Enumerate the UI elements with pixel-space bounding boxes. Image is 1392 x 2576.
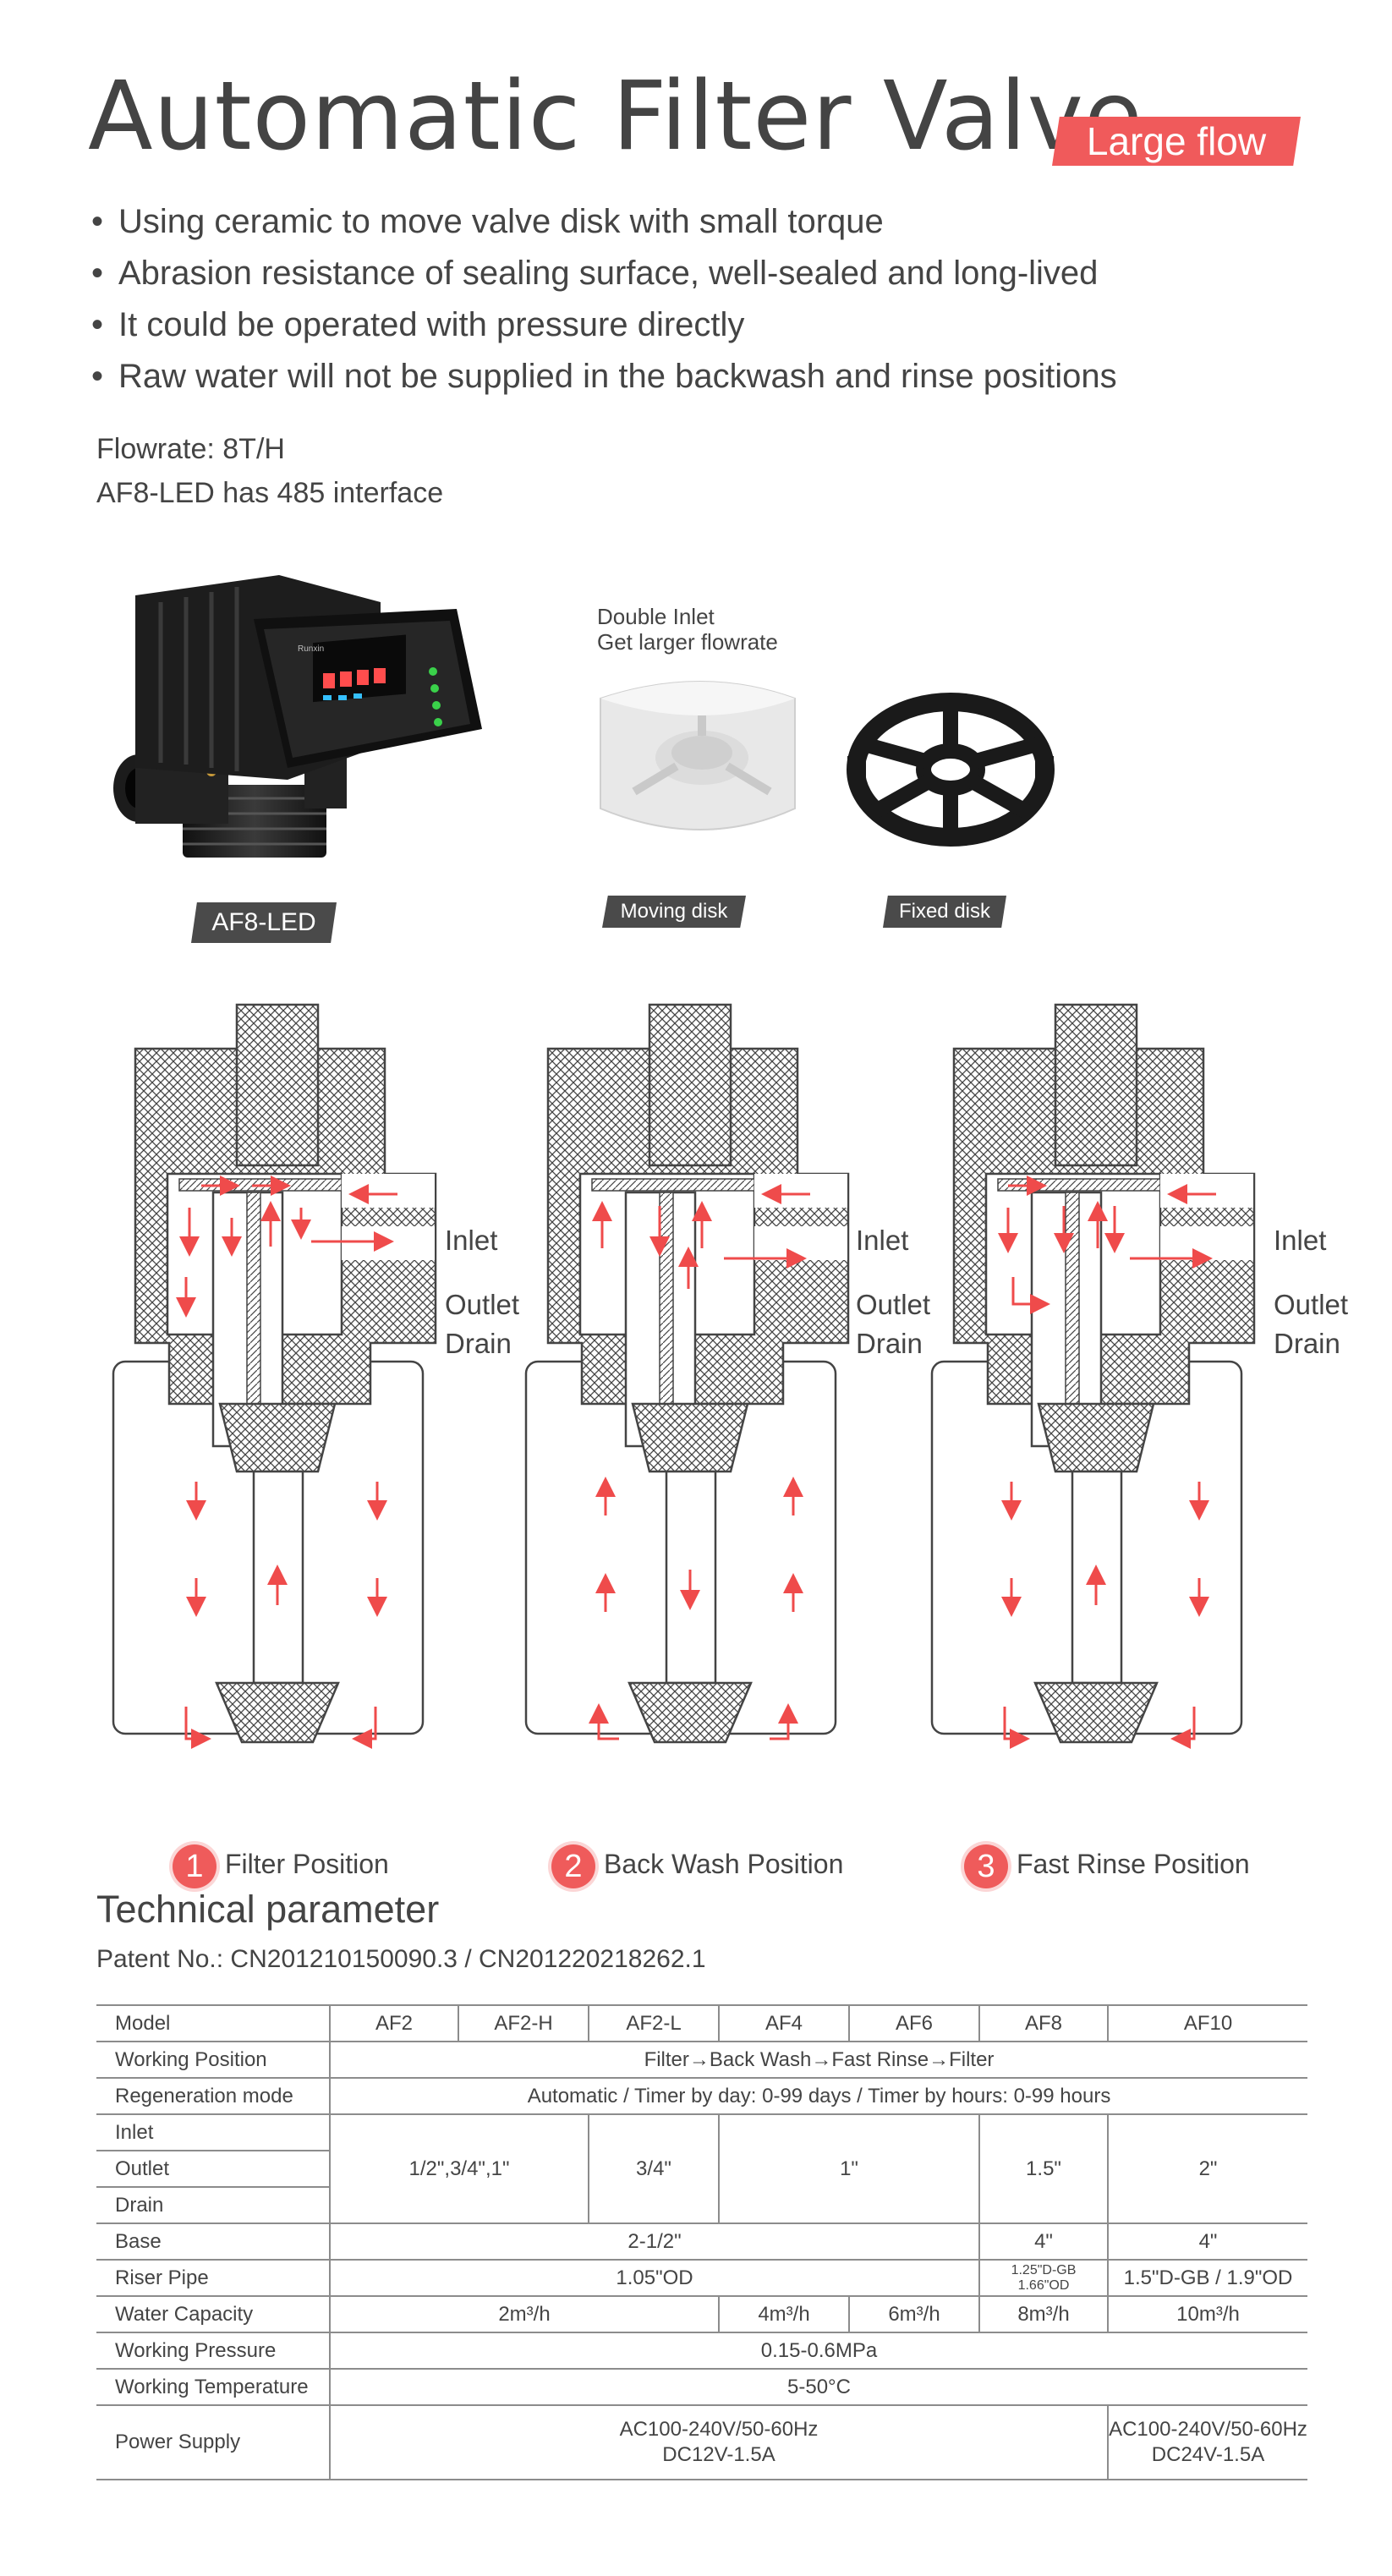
valve-model-tag: AF8-LED <box>191 902 337 943</box>
fixed-disk-tag: Fixed disk <box>883 896 1006 928</box>
feature-item: •It could be operated with pressure dire… <box>91 306 745 343</box>
outlet-label: Outlet <box>1274 1289 1349 1320</box>
flowrate-text: Flowrate: 8T/H <box>96 433 285 465</box>
moving-disk-image <box>600 681 796 830</box>
table-row: Inlet 1/2",3/4",1" 3/4" 1" 1.5" 2" <box>96 2114 1307 2224</box>
backwash-position-diagram <box>524 1003 850 1744</box>
moving-disk-caption-line2: Get larger flowrate <box>597 629 778 655</box>
table-row: Working Temperature 5-50°C <box>96 2369 1307 2406</box>
valve-product-image: Runxin <box>113 575 482 858</box>
interface-text: AF8-LED has 485 interface <box>96 477 444 509</box>
step-number-3: 3 <box>964 1844 1008 1888</box>
feature-item: •Abrasion resistance of sealing surface,… <box>91 255 1099 292</box>
moving-disk-tag: Moving disk <box>602 896 746 928</box>
table-row: Water Capacity 2m³/h 4m³/h 6m³/h 8m³/h 1… <box>96 2296 1307 2333</box>
feature-list: •Using ceramic to move valve disk with s… <box>91 196 1117 403</box>
table-row: Regeneration mode Automatic / Timer by d… <box>96 2078 1307 2115</box>
tech-section-title: Technical parameter <box>96 1888 440 1931</box>
page-title: Automatic Filter Valve <box>88 62 1143 172</box>
valve-brand: Runxin <box>298 644 324 654</box>
fixed-disk-image <box>847 693 1055 847</box>
drain-label: Drain <box>856 1328 923 1359</box>
inlet-label: Inlet <box>856 1225 909 1256</box>
outlet-label: Outlet <box>445 1289 520 1320</box>
patent-number: Patent No.: CN201210150090.3 / CN2012202… <box>96 1945 706 1973</box>
outlet-label: Outlet <box>856 1289 931 1320</box>
drain-label: Drain <box>445 1328 512 1359</box>
table-row: Working Pressure 0.15-0.6MPa <box>96 2332 1307 2370</box>
step-number-2: 2 <box>551 1844 595 1888</box>
table-row: Drain <box>96 2187 1307 2224</box>
inlet-label: Inlet <box>445 1225 498 1256</box>
filter-position-diagram <box>112 1003 437 1749</box>
table-row: Working Position Filter→Back Wash→Fast R… <box>96 2042 1307 2079</box>
inlet-label: Inlet <box>1274 1225 1327 1256</box>
moving-disk-caption-line1: Double Inlet <box>597 604 715 629</box>
large-flow-badge: Large flow <box>1052 117 1301 166</box>
feature-item: •Using ceramic to move valve disk with s… <box>91 203 884 240</box>
feature-item: •Raw water will not be supplied in the b… <box>91 358 1117 395</box>
step-number-1: 1 <box>173 1844 216 1888</box>
drain-label: Drain <box>1274 1328 1340 1359</box>
table-row: Outlet <box>96 2151 1307 2188</box>
table-row: Base 2-1/2" 4" 4" <box>96 2223 1307 2261</box>
fast-rinse-position-diagram <box>930 1003 1256 1749</box>
